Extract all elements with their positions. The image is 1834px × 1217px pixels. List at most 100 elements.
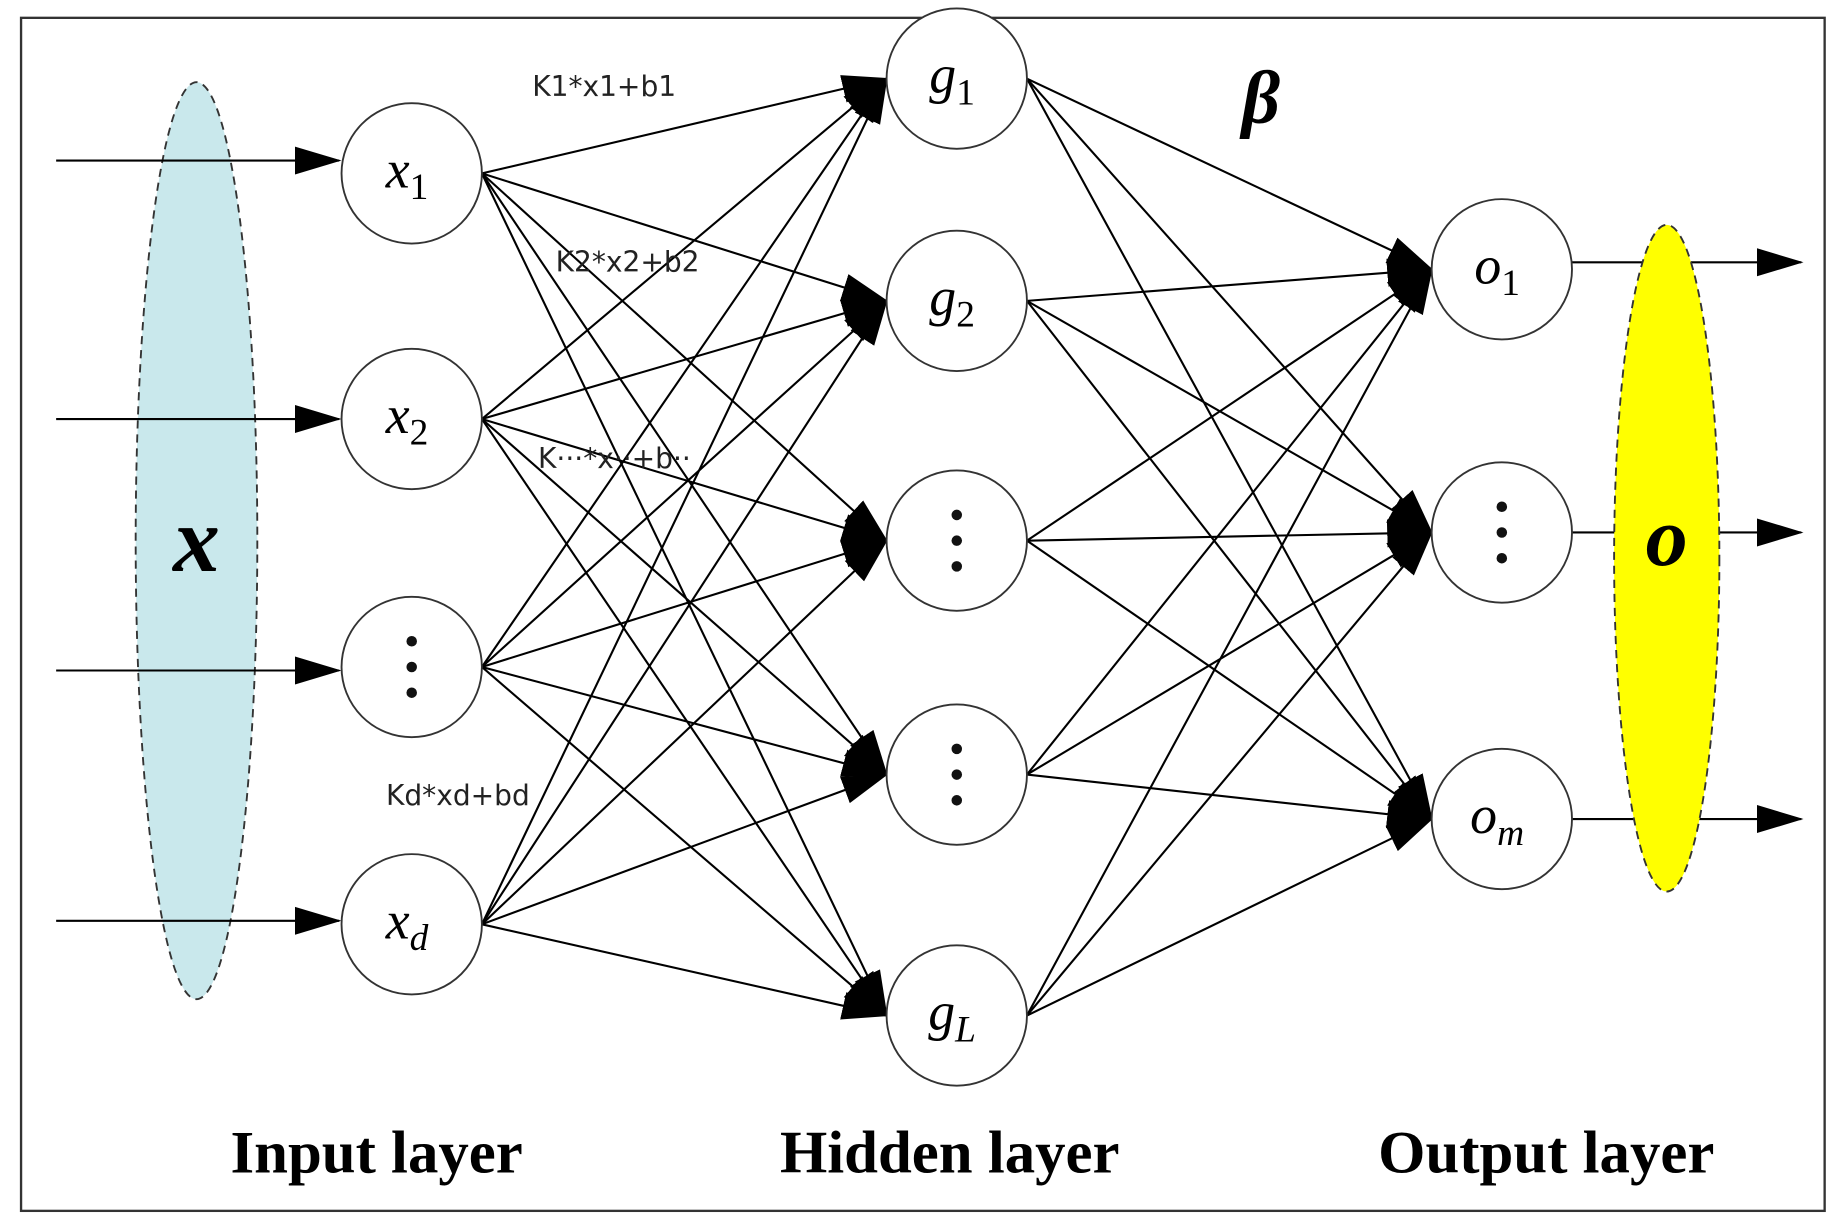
hidden-layer-title: Hidden layer (780, 1119, 1120, 1186)
node-label-subscript: 1 (956, 72, 975, 113)
edge-input3-hidden3 (481, 773, 889, 926)
ellipsis-dot (406, 687, 417, 698)
edge-hidden2-output1 (1026, 519, 1434, 548)
edge-input3-hidden4 (481, 923, 889, 1020)
ellipsis-dot (1496, 552, 1508, 564)
node-label-base: o (1470, 785, 1497, 845)
annotation-k1: K1*x1+b1 (532, 70, 676, 103)
output-node-label: om (1470, 785, 1524, 854)
output-node: o1 (1430, 198, 1573, 341)
output-vector-ellipse (1613, 223, 1721, 893)
edge-input3-hidden1 (481, 298, 888, 925)
output-node-circle (1430, 198, 1573, 341)
ellipsis-dot (951, 509, 963, 521)
ellipsis-dot (951, 795, 963, 806)
output-layer-title: Output layer (1378, 1119, 1714, 1186)
hidden-node-label: gL (928, 982, 976, 1051)
input-node-label: x1 (385, 139, 429, 208)
edge-input1-hidden3 (481, 418, 889, 777)
ellipsis-dot (951, 561, 963, 572)
hidden-node: g1 (885, 7, 1028, 150)
input-arrows (56, 146, 342, 935)
hidden-node: gL (885, 944, 1028, 1087)
node-label-base: x (385, 385, 410, 445)
edge-input3-hidden0 (480, 76, 888, 925)
edge-hidden0-output0 (1026, 77, 1434, 271)
edge-hidden1-output0 (1026, 258, 1434, 302)
hidden-node-circle (885, 7, 1028, 150)
input-node-label: x2 (385, 385, 429, 454)
ellipsis-dot (951, 535, 963, 546)
edge-hidden1-output1 (1026, 299, 1434, 534)
edge-input1-hidden0 (481, 77, 889, 420)
ellipsis-dot (1496, 501, 1508, 513)
edge-hidden3-output0 (1026, 267, 1434, 776)
edge-input0-hidden4 (480, 172, 888, 1018)
edge-input2-hidden1 (481, 299, 889, 668)
hidden-node (885, 469, 1028, 612)
edge-input2-hidden4 (481, 666, 889, 1018)
input-node-circle (340, 102, 483, 245)
edge-hidden2-output0 (1026, 268, 1434, 542)
annotation-kdots: K···*x··+b·· (538, 442, 691, 475)
output-node: om (1430, 747, 1573, 891)
node-label-base: x (385, 890, 410, 950)
edge-hidden3-output2 (1026, 773, 1434, 829)
ellipsis-dot (406, 661, 417, 673)
edge-hidden3-output1 (1026, 531, 1434, 776)
edge-input0-hidden2 (481, 172, 889, 543)
node-label-subscript: d (410, 918, 429, 959)
hidden-node-label: g2 (929, 267, 975, 336)
edge-input2-hidden3 (481, 665, 889, 777)
ellipsis-dot (406, 635, 417, 647)
node-label-base: g (929, 45, 956, 105)
input-layer-title: Input layer (230, 1119, 522, 1186)
node-label-subscript: 2 (410, 413, 429, 454)
ellipsis-dot (951, 769, 963, 780)
input-node: xd (340, 853, 483, 996)
ellipsis-dot (1496, 527, 1508, 538)
edge-hidden0-output2 (1026, 78, 1433, 822)
output-vector-label: o (1646, 491, 1688, 584)
edge-hidden1-output2 (1026, 300, 1434, 821)
output-node-circle (1430, 747, 1573, 891)
ellipsis-dot (951, 743, 963, 755)
input-node: x2 (340, 347, 483, 491)
hidden-node: g2 (885, 229, 1028, 372)
node-label-subscript: 2 (956, 295, 975, 336)
input-node-label: xd (385, 890, 429, 959)
beta-label: β (1239, 57, 1280, 140)
annotation-k2: K2*x2+b2 (556, 246, 700, 279)
edge-hidden0-output1 (1026, 77, 1434, 535)
edge-input2-hidden0 (481, 76, 888, 668)
hidden-node-circle (885, 229, 1028, 372)
input-vector-label: x (171, 489, 220, 592)
edge-input0-hidden1 (481, 172, 889, 302)
node-label-subscript: m (1497, 813, 1524, 854)
hidden-node-circle (885, 944, 1028, 1087)
edges (480, 75, 1434, 1020)
edge-hidden2-output2 (1026, 539, 1434, 821)
input-node-circle (340, 853, 483, 996)
edge-input3-hidden2 (481, 539, 889, 926)
input-node-circle (340, 347, 483, 491)
annotation-kd: Kd*xd+bd (386, 779, 530, 812)
node-label-subscript: 1 (410, 167, 429, 208)
edge-input1-hidden2 (481, 418, 889, 542)
edge-input0-hidden0 (481, 75, 889, 175)
edge-input1-hidden4 (481, 418, 888, 1018)
edge-hidden4-output2 (1026, 818, 1434, 1017)
edge-input1-hidden1 (481, 299, 889, 421)
node-label-subscript: 1 (1501, 263, 1520, 304)
node-label-base: g (928, 982, 955, 1042)
output-node (1430, 461, 1573, 604)
output-node-label: o1 (1474, 235, 1520, 304)
hidden-node (885, 703, 1028, 846)
node-label-base: o (1474, 235, 1501, 295)
input-node: x1 (340, 102, 483, 245)
edge-hidden4-output0 (1026, 267, 1433, 1017)
node-label-subscript: L (954, 1009, 976, 1050)
